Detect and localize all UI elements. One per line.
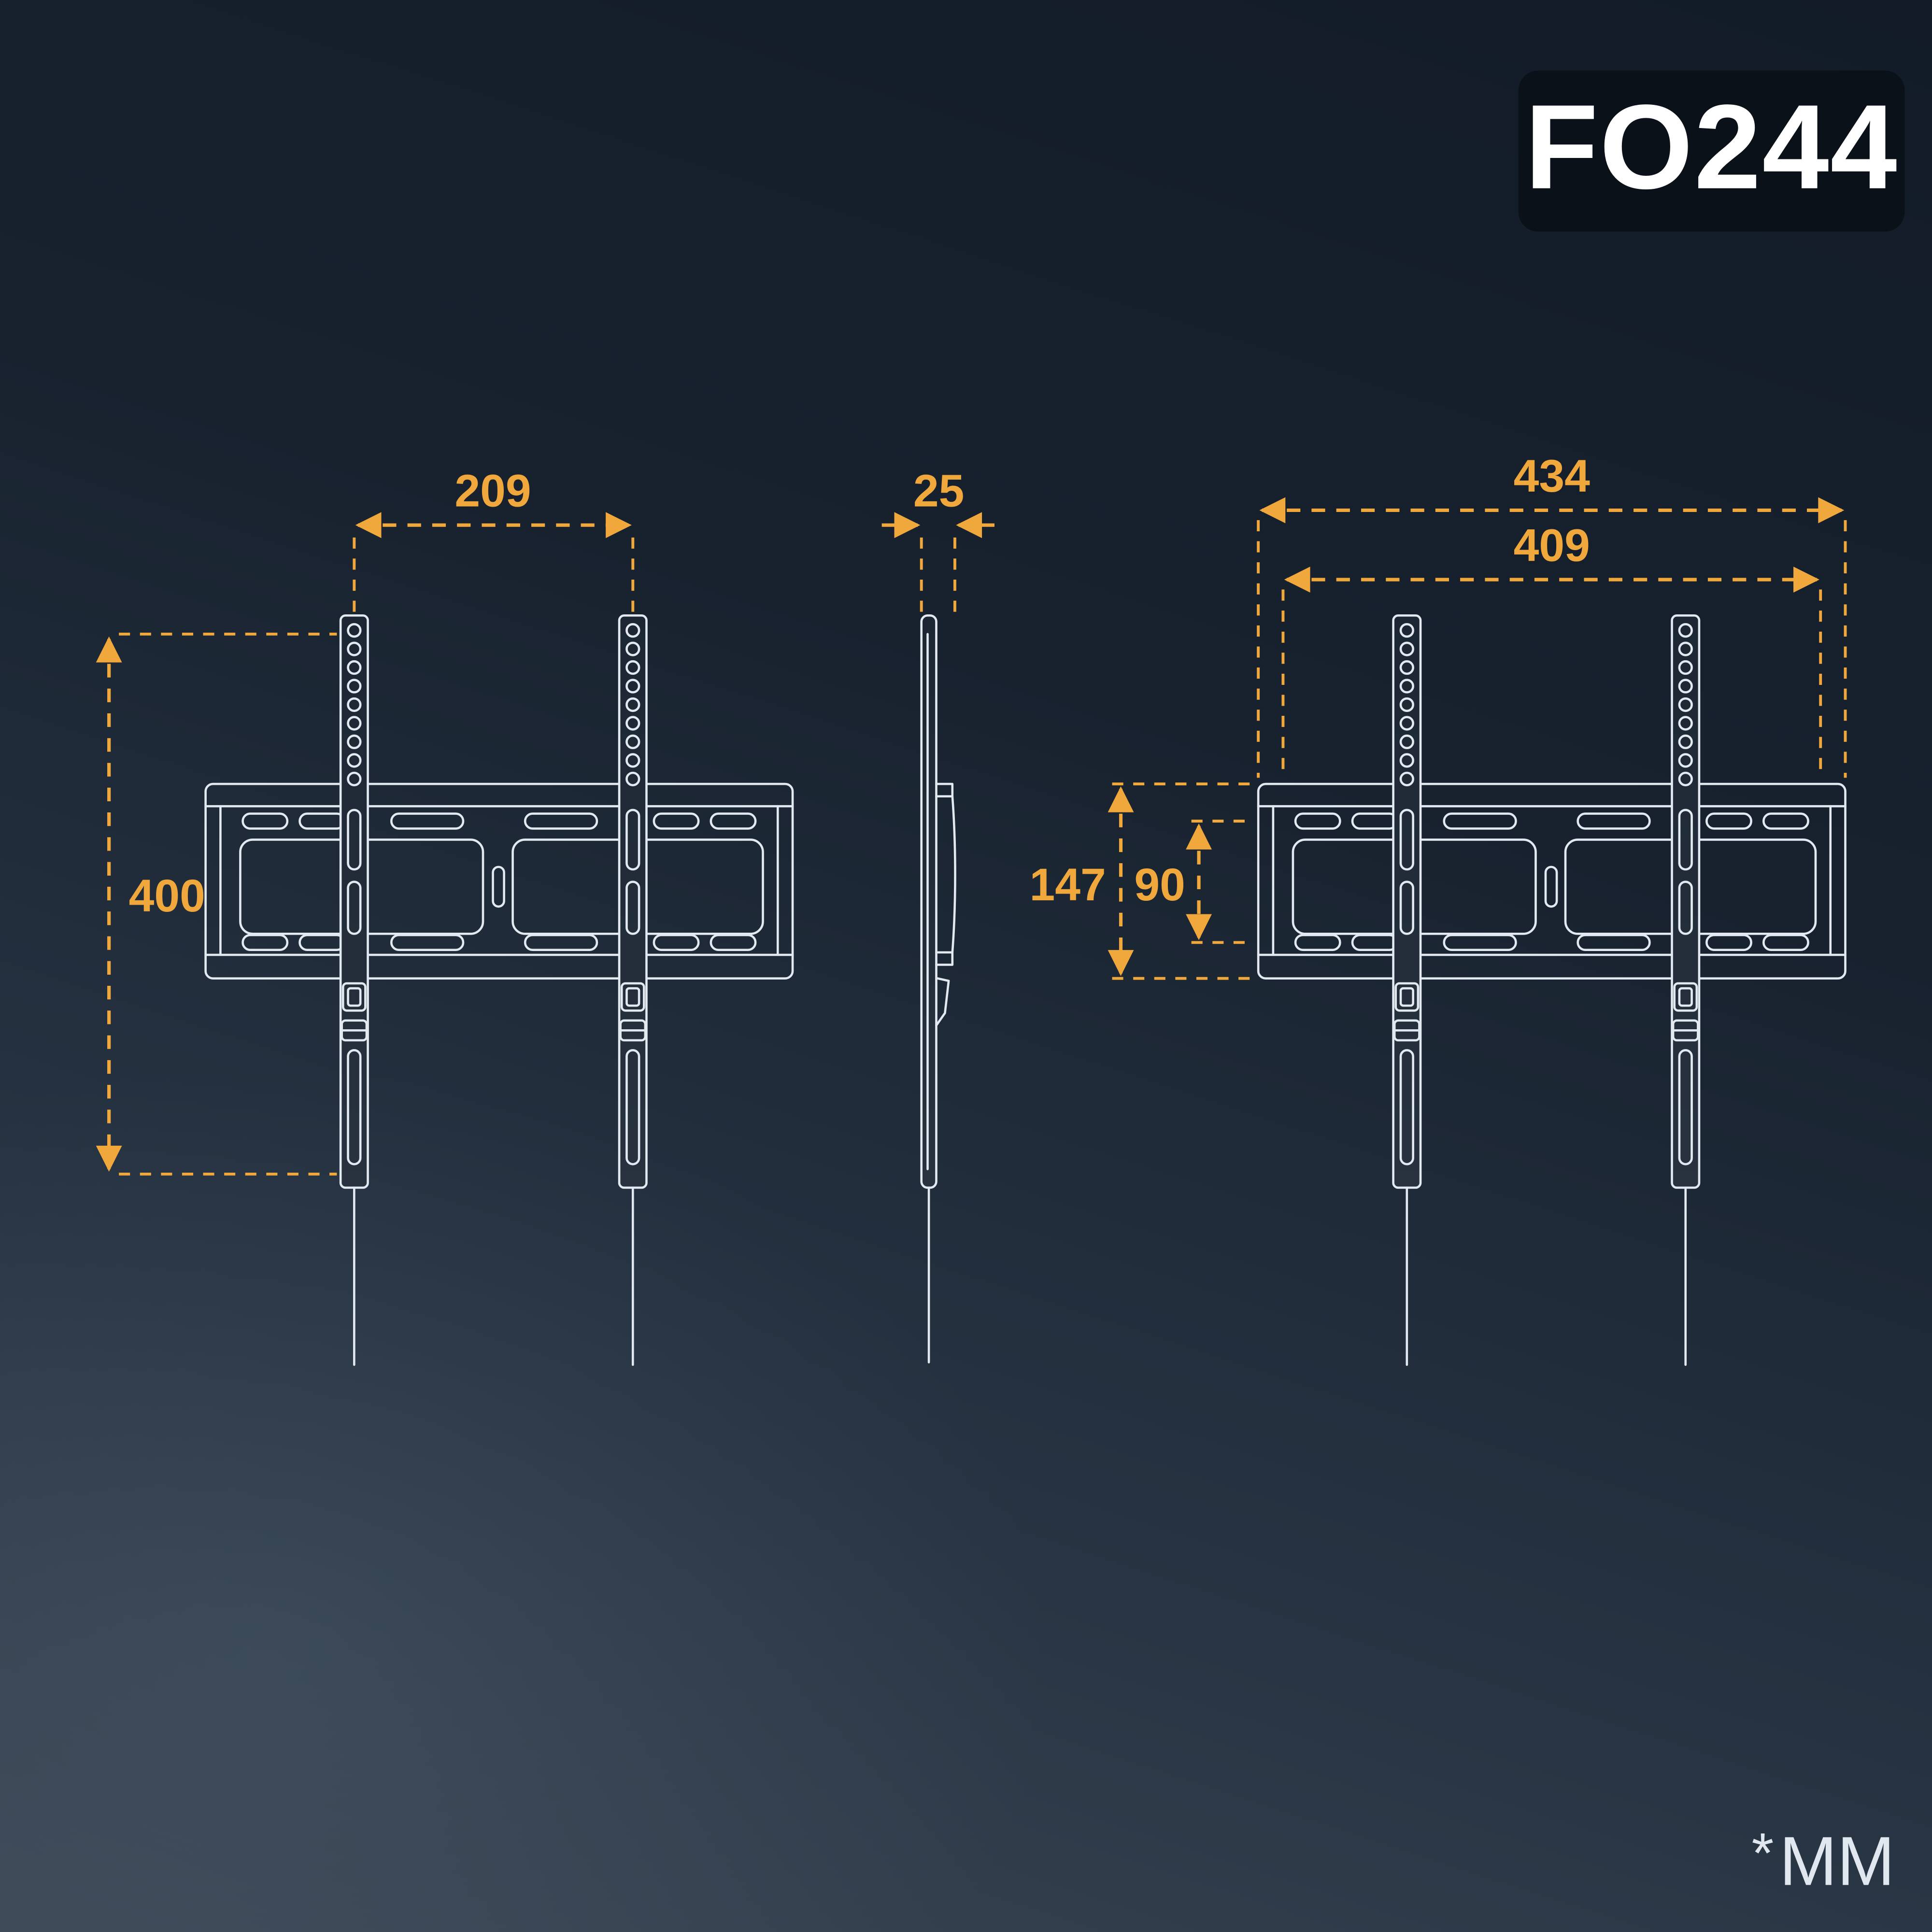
side-rail-profile	[920, 614, 938, 1189]
dimension-slot-row-spacing: 90	[1134, 820, 1253, 944]
model-number: FO244	[1525, 80, 1898, 214]
model-badge-background	[1518, 71, 1905, 232]
side-plate-bottom-flange	[935, 951, 954, 966]
side-plate-edge	[951, 795, 956, 954]
dimension-label-434: 434	[1514, 451, 1591, 502]
dimension-label-147: 147	[1029, 859, 1106, 910]
side-view-drawing	[920, 614, 956, 1364]
dimension-plate-height: 147	[1029, 782, 1253, 980]
dimension-label-25: 25	[913, 466, 965, 517]
dimension-label-209: 209	[455, 466, 531, 517]
front-view-drawing	[206, 615, 793, 1364]
dimension-label-90: 90	[1134, 859, 1185, 910]
dimension-label-400: 400	[129, 870, 205, 922]
model-badge: FO244	[1518, 71, 1905, 232]
dimension-label-409: 409	[1514, 520, 1590, 571]
dimension-slot-span: 409	[1281, 520, 1822, 778]
units-footnote: * MM	[1752, 1821, 1895, 1900]
footnote-asterisk: *	[1752, 1821, 1774, 1885]
dimension-vesa-height: 400	[96, 632, 337, 1176]
plate-view-drawing	[1258, 615, 1845, 1364]
dimension-depth: 25	[881, 466, 994, 612]
side-plate-top-flange	[935, 782, 954, 798]
dimension-plate-width: 434	[1257, 451, 1847, 778]
dimension-rail-spacing: 209	[353, 466, 635, 612]
side-lock-lever	[935, 977, 950, 1027]
footnote-unit: MM	[1779, 1823, 1895, 1900]
